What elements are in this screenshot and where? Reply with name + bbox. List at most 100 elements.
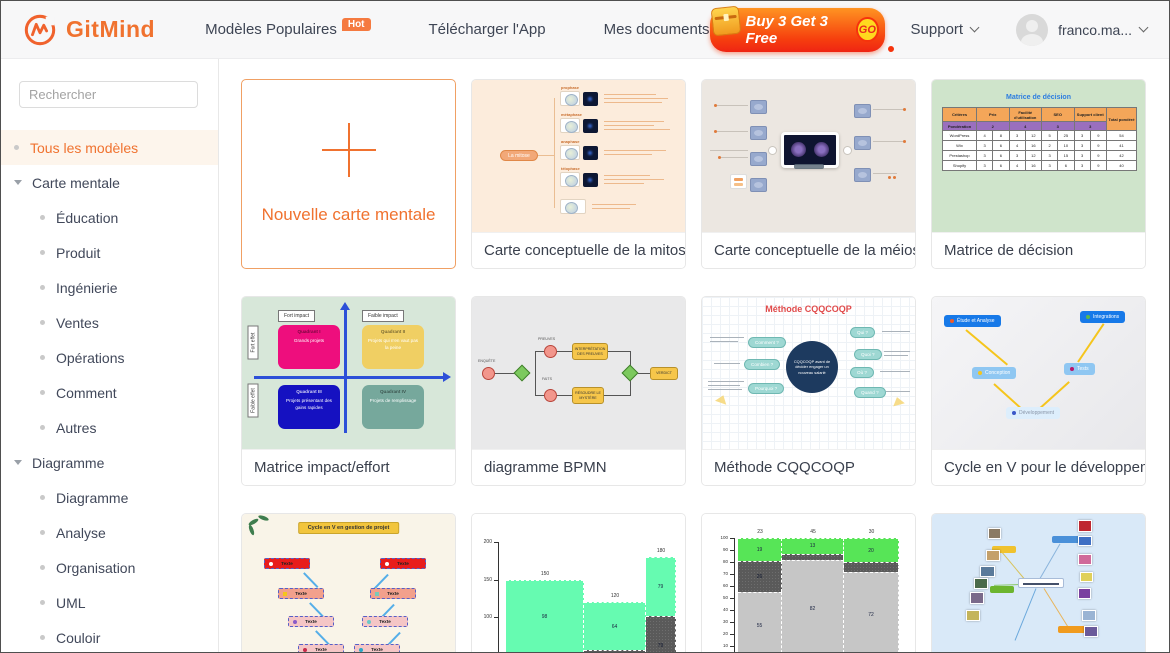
bullet-icon	[40, 355, 45, 360]
bpmn-task: RÉSOUDRE LE MYSTÈRE	[572, 387, 604, 404]
sidebar-item-autres[interactable]: Autres	[1, 410, 218, 445]
cqqcoqp-node: Quoi ?	[854, 349, 882, 360]
nav-link-download-app[interactable]: Télécharger l'App	[428, 21, 546, 38]
horizontal-axis	[254, 372, 451, 382]
sidebar-item-op-rations[interactable]: Opérations	[1, 340, 218, 375]
card-title: Cycle en V pour le développeme...	[932, 449, 1145, 485]
bullet-icon	[40, 215, 45, 220]
template-thumbnail	[702, 80, 915, 232]
promo-banner[interactable]: Buy 3 Get 3 Free GO	[709, 5, 894, 52]
sidebar-item-comment[interactable]: Comment	[1, 375, 218, 410]
bullet-icon	[40, 390, 45, 395]
sidebar-item-label: Comment	[56, 384, 117, 401]
axis-label: Fort impact	[278, 310, 316, 322]
hot-badge: Hot	[341, 18, 371, 31]
search-input[interactable]	[29, 87, 205, 102]
bpmn-start-event	[482, 367, 495, 380]
sidebar-item-couloir[interactable]: Couloir	[1, 620, 218, 652]
phase-label: prophase	[561, 85, 580, 90]
v-cycle-box: Texte	[380, 558, 426, 569]
v-cycle-box: Texte	[264, 558, 310, 569]
bpmn-task: INTERPRÉTATION DES PREUVES	[572, 343, 608, 360]
user-menu[interactable]: franco.ma...	[1058, 22, 1149, 38]
sidebar-item-uml[interactable]: UML	[1, 585, 218, 620]
mekko-chart-1: 2001501005015098461206447180797922	[472, 514, 685, 652]
chevron-down-icon	[1138, 22, 1149, 33]
support-menu[interactable]: Support	[911, 21, 980, 38]
v-cycle-node: Étude et Analyse	[944, 315, 1001, 327]
decision-matrix-title: Matrice de décision	[1006, 94, 1071, 101]
template-card-mitose[interactable]: La mitose prophase métaphase anaphase té…	[471, 79, 686, 269]
avatar[interactable]	[1016, 13, 1049, 46]
axis-label: Faible effet	[247, 383, 259, 418]
bpmn-task: VERDICT	[650, 367, 678, 380]
search-box[interactable]	[19, 81, 205, 108]
cqqcoqp-node: Pourquoi ?	[748, 383, 785, 394]
template-thumbnail: Fort impact Faible impact Fort effet Fai…	[242, 297, 455, 449]
sidebar-item-organisation[interactable]: Organisation	[1, 550, 218, 585]
sidebar-item--ducation[interactable]: Éducation	[1, 200, 218, 235]
template-card-bpmn[interactable]: ENQUÊTE PREUVES FAITS INTERPRÉTATION DES…	[471, 296, 686, 486]
cqqcoqp-node: Où ?	[850, 367, 874, 378]
phase-label: anaphase	[561, 139, 580, 144]
bullet-icon	[40, 285, 45, 290]
axis-label: Faible impact	[362, 310, 404, 322]
template-card-impact-matrix[interactable]: Fort impact Faible impact Fort effet Fai…	[241, 296, 456, 486]
template-card-v-cycle[interactable]: Étude et Analyse Conception Développemen…	[931, 296, 1146, 486]
sidebar-item-label: Couloir	[56, 629, 101, 646]
top-navbar: GitMind Modèles Populaires Hot Télécharge…	[1, 1, 1169, 59]
v-cycle-node: Conception	[972, 367, 1017, 379]
v-cycle-title: Cycle en V en gestion de projet	[297, 522, 400, 534]
sidebar-item-produit[interactable]: Produit	[1, 235, 218, 270]
cqqcoqp-node: Comment ?	[748, 337, 786, 348]
sidebar-item-tous-les-mod-les[interactable]: Tous les modèles	[1, 130, 218, 165]
mindmap-center-node	[1018, 578, 1064, 588]
template-card-v-cycle-project[interactable]: Cycle en V en gestion de projet Texte Te…	[241, 513, 456, 652]
nav-link-popular-templates[interactable]: Modèles Populaires Hot	[205, 18, 371, 38]
sidebar-item-diagramme[interactable]: Diagramme	[1, 445, 218, 480]
v-cycle-box: Texte	[354, 644, 400, 652]
sidebar-item-ventes[interactable]: Ventes	[1, 305, 218, 340]
bpmn-event	[544, 389, 557, 402]
template-card-cqqcoqp[interactable]: Méthode CQQCOQP CQQCOQP avant de décider…	[701, 296, 916, 486]
bullet-icon	[40, 320, 45, 325]
bpmn-label: ENQUÊTE	[478, 359, 496, 363]
bpmn-gateway	[621, 364, 639, 382]
sidebar-item-diagramme[interactable]: Diagramme	[1, 480, 218, 515]
template-card-mekko-chart[interactable]: 2001501005015098461206447180797922	[471, 513, 686, 652]
gitmind-logo[interactable]: GitMind	[23, 13, 155, 47]
bullet-icon	[40, 600, 45, 605]
promo-go-button[interactable]: GO	[856, 17, 879, 42]
new-mindmap-card[interactable]: Nouvelle carte mentale	[241, 79, 456, 269]
sidebar-item-ing-nierie[interactable]: Ingénierie	[1, 270, 218, 305]
sidebar-item-analyse[interactable]: Analyse	[1, 515, 218, 550]
vertical-axis	[340, 302, 350, 433]
bullet-icon	[14, 145, 19, 150]
caret-down-icon	[14, 460, 22, 465]
nav-link-label: Modèles Populaires	[205, 21, 337, 38]
sidebar-item-label: Diagramme	[56, 489, 129, 506]
mekko-chart-2: 1009080706050403020100231926554513823020…	[702, 514, 915, 652]
phase-label: métaphase	[561, 112, 582, 117]
v-cycle-node: Tests	[1064, 363, 1095, 375]
template-card-photo-mindmap[interactable]	[931, 513, 1146, 652]
card-title: Carte conceptuelle de la méiose	[702, 232, 915, 268]
mindmap-root-node: La mitose	[500, 150, 538, 161]
sidebar-item-carte-mentale[interactable]: Carte mentale	[1, 165, 218, 200]
bullet-icon	[40, 425, 45, 430]
template-card-percent-chart[interactable]: 1009080706050403020100231926554513823020…	[701, 513, 916, 652]
cqqcoqp-node: Qui ?	[850, 327, 875, 338]
card-title: Méthode CQQCOQP	[702, 449, 915, 485]
bpmn-label: FAITS	[542, 377, 552, 381]
nav-link-my-documents[interactable]: Mes documents	[603, 21, 710, 38]
sidebar-item-label: Produit	[56, 244, 101, 261]
card-title: Carte conceptuelle de la mitose	[472, 232, 685, 268]
v-cycle-box: Texte	[278, 588, 324, 599]
template-card-meiose[interactable]: Carte conceptuelle de la méiose	[701, 79, 916, 269]
card-title: Matrice de décision	[932, 232, 1145, 268]
meiose-center-image	[781, 132, 839, 168]
